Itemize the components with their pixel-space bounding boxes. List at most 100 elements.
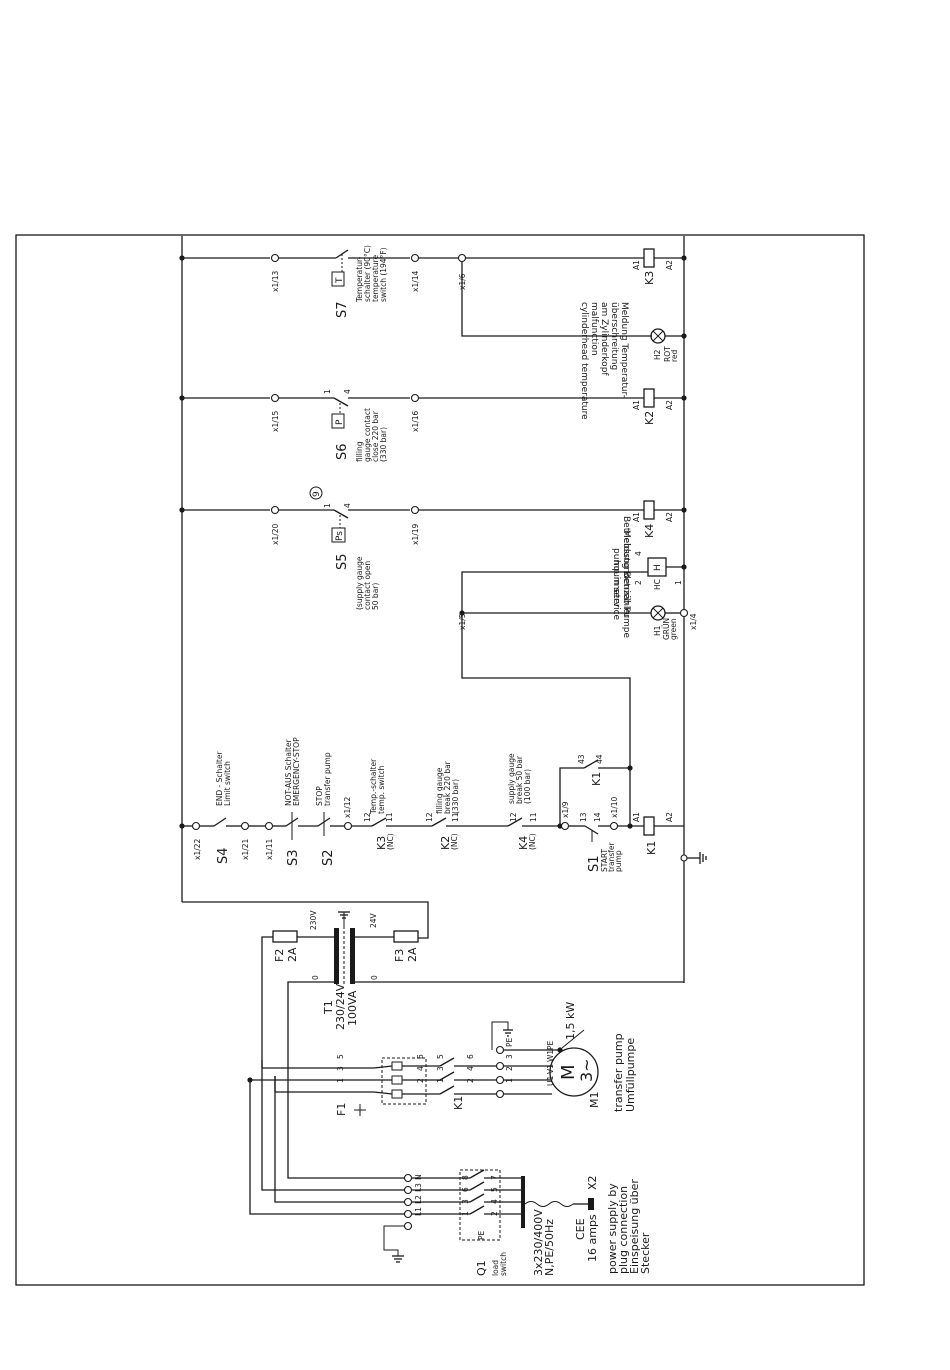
k4-contact-desc-3: (100 bar) bbox=[523, 769, 532, 804]
svg-text:close 220 bar: close 220 bar bbox=[371, 410, 380, 462]
svg-text:1: 1 bbox=[461, 1211, 470, 1216]
switch-symbol-t: T bbox=[335, 277, 345, 284]
k2-contact-pin-11: 11 bbox=[451, 812, 460, 822]
terminal-x1-6: x1/6 bbox=[458, 273, 467, 290]
motor-power: 1,5 kW bbox=[564, 1002, 577, 1040]
hourmeter-label-hc: HC bbox=[653, 579, 662, 590]
plug-type-2: 16 amps bbox=[586, 1214, 599, 1262]
svg-text:4: 4 bbox=[466, 1066, 475, 1071]
f1-label: F1 bbox=[335, 1103, 348, 1116]
fuse-f2-rating: 2A bbox=[286, 947, 299, 962]
fuse-f3-label: F3 bbox=[393, 949, 406, 962]
switch-symbol-p: P bbox=[335, 419, 345, 425]
svg-text:Betriebsstundenzähler: Betriebsstundenzähler bbox=[621, 516, 631, 618]
s2-desc-2: transfer pump bbox=[323, 752, 332, 806]
q1-pins: 8 6 3 1 7 5 4 2 PE bbox=[461, 1175, 499, 1240]
drawing-frame bbox=[15, 234, 865, 1286]
s1-desc-3: pump bbox=[614, 850, 623, 872]
supply-voltage-1: 3x230/400V bbox=[532, 1209, 545, 1276]
k4-contact-desc-2: break 50 bar bbox=[515, 755, 524, 804]
svg-text:5: 5 bbox=[490, 1187, 499, 1192]
svg-text:switch (194°F): switch (194°F) bbox=[379, 247, 388, 302]
hourmeter-pin-2: 2 bbox=[634, 580, 643, 585]
lamp-h2-color-2: red bbox=[670, 349, 679, 362]
svg-text:2: 2 bbox=[490, 1211, 499, 1216]
switch-label-s7: S7 bbox=[335, 301, 350, 318]
k2-contact-pin-12: 12 bbox=[425, 812, 434, 822]
power-contact-pins: 1 3 5 2 4 6 1 3 5 2 4 6 1 2 3 PE U1 V1 W… bbox=[336, 1037, 555, 1086]
svg-text:2: 2 bbox=[505, 1066, 514, 1071]
svg-text:am Zylinderkopf: am Zylinderkopf bbox=[599, 302, 609, 376]
terminal-labels-l: L1 L2 L3 N bbox=[414, 1174, 423, 1216]
k3-contact-label: K3 bbox=[375, 836, 388, 850]
svg-text:plug connection: plug connection bbox=[617, 1186, 630, 1274]
k2-contact-desc-1: filling gauge bbox=[435, 767, 444, 814]
s6-contact-1: 1 bbox=[323, 389, 332, 394]
s5-contact-4: 4 bbox=[343, 503, 352, 508]
k3-contact-pin-11: 11 bbox=[385, 812, 394, 822]
transformer-label: T1 bbox=[322, 1000, 335, 1015]
k3-contact-desc-2: temp. switch bbox=[377, 765, 386, 814]
s4-desc-2: Limit switch bbox=[223, 761, 232, 806]
svg-text:8: 8 bbox=[461, 1175, 470, 1180]
motor-symbol-m: M bbox=[558, 1064, 579, 1080]
hourmeter-symbol: H bbox=[653, 564, 663, 571]
svg-text:power supply by: power supply by bbox=[606, 1183, 619, 1274]
svg-text:schalter (90°C): schalter (90°C) bbox=[363, 245, 372, 302]
svg-text:5: 5 bbox=[436, 1054, 445, 1059]
svg-text:3: 3 bbox=[336, 1066, 345, 1071]
svg-text:L3: L3 bbox=[414, 1183, 423, 1192]
s1-pin-14: 14 bbox=[593, 812, 602, 822]
h2-description: Meldung Temperatur- überschreitung am Zy… bbox=[579, 302, 629, 420]
lamp-h2-color-1: ROT bbox=[663, 346, 672, 362]
svg-text:(supply gauge: (supply gauge bbox=[355, 556, 364, 610]
s2-desc-1: STOP bbox=[315, 786, 324, 806]
svg-text:(330 bar): (330 bar) bbox=[379, 427, 388, 462]
k3-contact-desc-1: Temp.-schalter bbox=[369, 758, 378, 815]
terminal-x1-15: x1/15 bbox=[271, 410, 280, 432]
coil-pin-a2-k3: A2 bbox=[665, 260, 674, 270]
svg-text:Meldung Temperatur-: Meldung Temperatur- bbox=[619, 302, 629, 398]
q1-desc-1: load bbox=[491, 1260, 500, 1276]
svg-text:Einspeisung über: Einspeisung über bbox=[628, 1179, 641, 1274]
transformer-zero-left: 0 bbox=[311, 975, 320, 980]
svg-text:4: 4 bbox=[490, 1199, 499, 1204]
fuse-f3-voltage: 24V bbox=[369, 912, 378, 928]
k4-contact-pin-11: 11 bbox=[529, 812, 538, 822]
coil-label-k2: K2 bbox=[643, 411, 656, 425]
supply-voltage-2: N,PE/50Hz bbox=[543, 1219, 556, 1276]
h1-description: Meldung Betrieb Pumpe pump in service bbox=[611, 530, 631, 639]
terminal-x1-4: x1/4 bbox=[689, 613, 698, 630]
svg-text:3: 3 bbox=[461, 1199, 470, 1204]
transformer-ratio: 230/24V bbox=[334, 983, 347, 1030]
k3-contact-sub: (NC) bbox=[386, 833, 395, 850]
svg-text:3: 3 bbox=[436, 1066, 445, 1071]
s1-pin-13: 13 bbox=[579, 812, 588, 822]
motor-symbol-phase: 3~ bbox=[577, 1058, 596, 1082]
switch-label-s6: S6 bbox=[335, 443, 350, 460]
svg-text:Meldung Betrieb Pumpe: Meldung Betrieb Pumpe bbox=[621, 530, 631, 639]
coil-pin-a2-k1: A2 bbox=[665, 812, 674, 822]
coil-label-k4: K4 bbox=[643, 524, 656, 538]
svg-text:2: 2 bbox=[466, 1078, 475, 1083]
svg-text:1: 1 bbox=[336, 1078, 345, 1083]
k1-power-label: K1 bbox=[452, 1096, 465, 1110]
k4-contact-sub: (NC) bbox=[528, 833, 537, 850]
coil-pin-a2-k4: A2 bbox=[665, 512, 674, 522]
coil-pin-a2-k2: A2 bbox=[665, 400, 674, 410]
svg-text:6: 6 bbox=[466, 1054, 475, 1059]
s1-label: S1 bbox=[587, 855, 602, 872]
terminal-x1-10: x1/10 bbox=[610, 796, 619, 818]
svg-text:L2: L2 bbox=[414, 1195, 423, 1204]
s3-desc-2: EMERGENCY-STOP bbox=[292, 737, 301, 806]
svg-text:50 bar): 50 bar) bbox=[371, 583, 380, 610]
coil-pin-a1-k4: A1 bbox=[632, 512, 641, 522]
s1-desc-2: transfer bbox=[607, 841, 616, 872]
rung-k1 bbox=[179, 759, 707, 864]
coil-label-k3: K3 bbox=[643, 271, 656, 285]
coil-pin-a1-k3: A1 bbox=[632, 260, 641, 270]
motor-label: M1 bbox=[588, 1092, 601, 1109]
k4-contact-label: K4 bbox=[517, 836, 530, 850]
rung-k2 bbox=[179, 388, 687, 429]
